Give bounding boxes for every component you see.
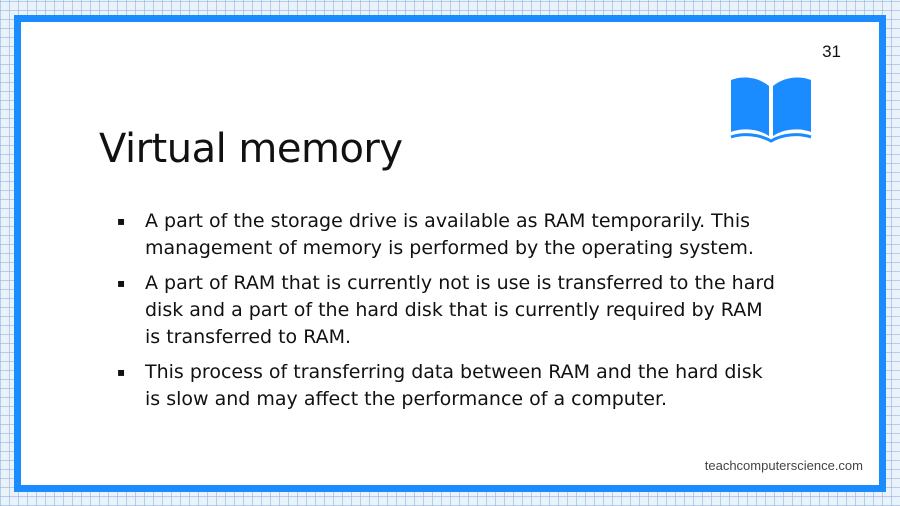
slide-frame: 31 Virtual memory ▪ A part of the storag… [14,15,886,492]
bullet-list: ▪ A part of the storage drive is availab… [117,208,777,421]
bullet-text: A part of RAM that is currently not is u… [145,272,775,348]
slide-number: 31 [822,42,841,61]
bullet-marker: ▪ [117,276,126,290]
bullet-marker: ▪ [117,365,126,379]
footer-website: teachcomputerscience.com [704,458,863,473]
bullet-text: This process of transferring data betwee… [145,361,763,410]
bullet-item: ▪ A part of the storage drive is availab… [117,208,777,262]
bullet-item: ▪ This process of transferring data betw… [117,359,777,413]
bullet-marker: ▪ [117,214,126,228]
slide-title: Virtual memory [99,126,403,172]
bullet-text: A part of the storage drive is available… [145,210,754,259]
bullet-item: ▪ A part of RAM that is currently not is… [117,270,777,351]
open-book-icon [730,77,812,143]
